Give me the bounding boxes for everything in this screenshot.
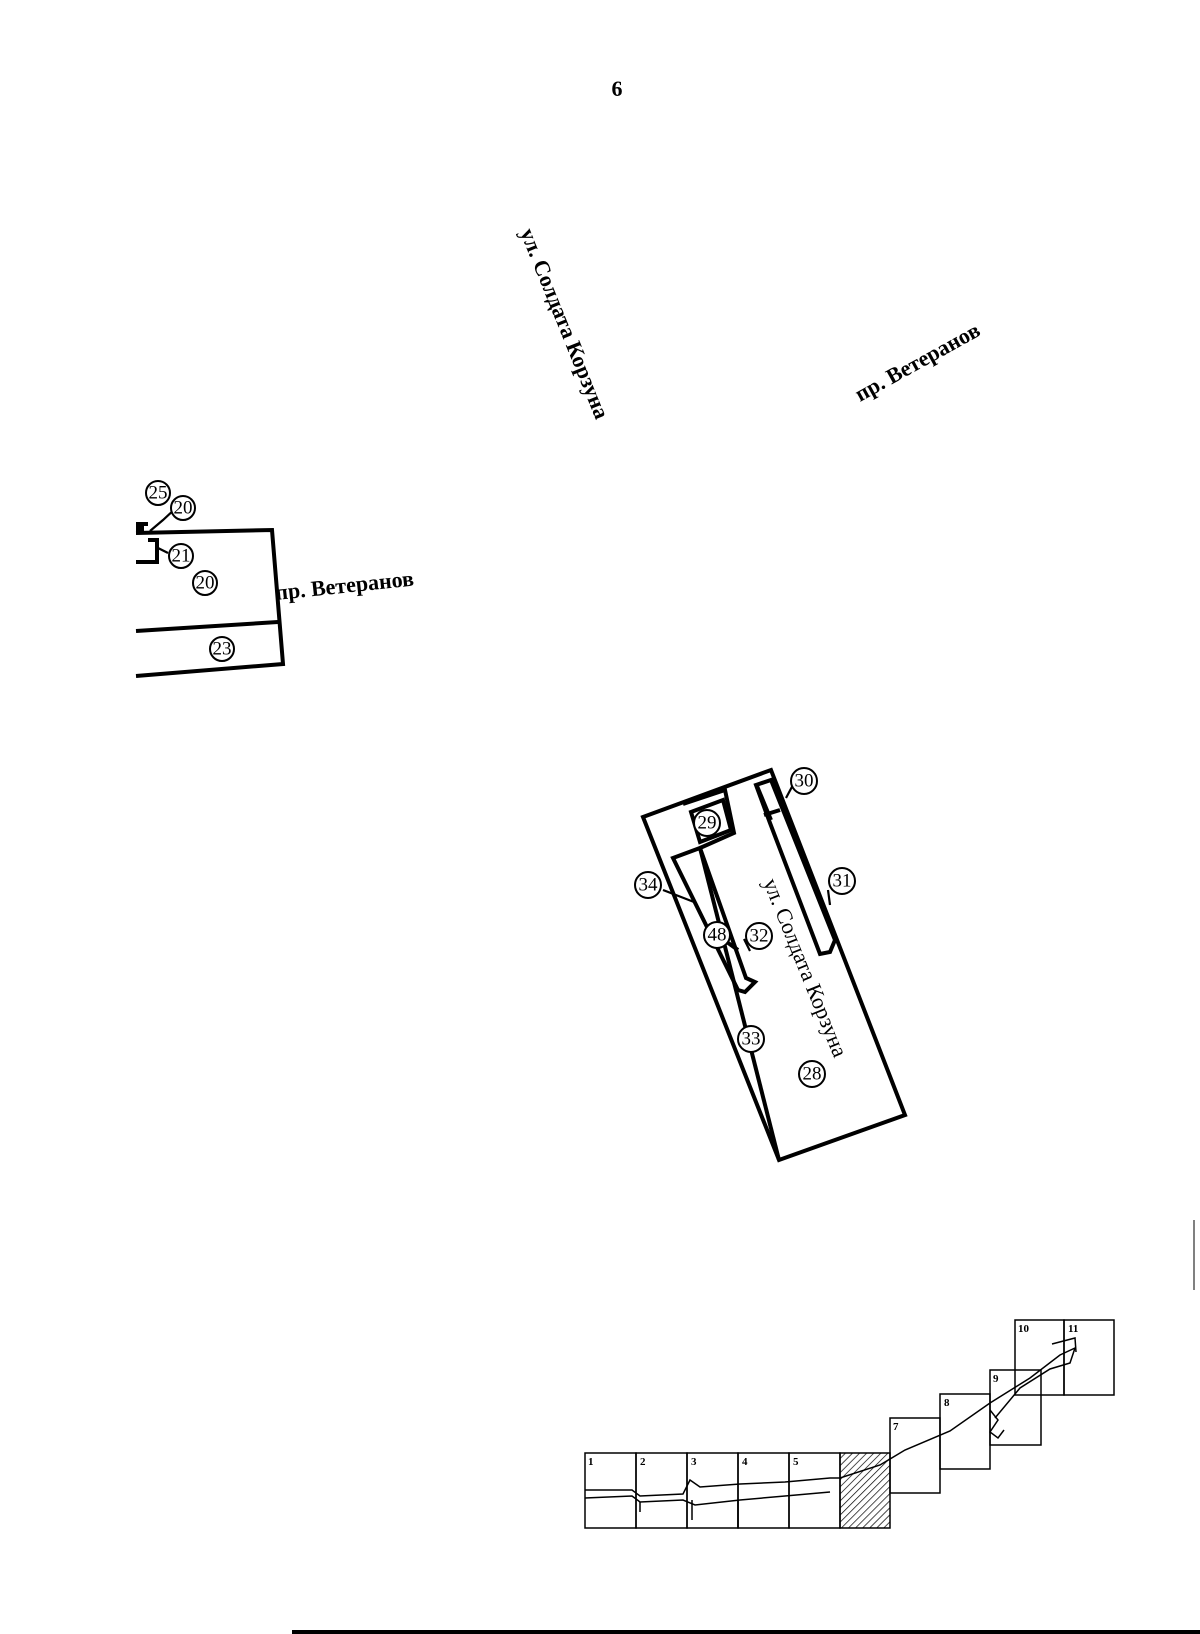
parcel-29: 29 <box>693 809 721 837</box>
index-label-5: 5 <box>793 1456 799 1468</box>
index-route-line <box>585 1346 1077 1497</box>
parcel-28: 28 <box>798 1060 826 1088</box>
parcel-31: 31 <box>828 867 856 895</box>
parcel-21-label: 21 <box>172 546 191 567</box>
parcel-31-label: 31 <box>833 871 852 892</box>
index-label-4: 4 <box>742 1456 748 1468</box>
parcel-48: 48 <box>703 921 731 949</box>
index-label-11: 11 <box>1068 1323 1078 1335</box>
parcel-32: 32 <box>745 922 773 950</box>
parcel-20-a-label: 20 <box>174 498 193 519</box>
parcel-21: 21 <box>168 543 194 569</box>
parcel-30-label: 30 <box>795 771 814 792</box>
parcel-25-label: 25 <box>149 483 168 504</box>
parcel-33-label: 33 <box>742 1029 761 1050</box>
page-number: 6 <box>612 76 623 101</box>
parcel-30: 30 <box>790 767 818 795</box>
parcel-25: 25 <box>145 480 171 506</box>
index-label-1: 1 <box>588 1456 594 1468</box>
korzun-block: 30 29 31 34 48 32 33 28 ул. С <box>634 767 908 1163</box>
index-sheet-current <box>839 1452 891 1529</box>
street-label-soldier-korzun-block: ул. Солдата Корзуна <box>758 875 853 1061</box>
index-label-7: 7 <box>893 1421 899 1433</box>
parcel-32-label: 32 <box>750 926 769 947</box>
parcel-29-label: 29 <box>698 813 717 834</box>
parcel-23-label: 23 <box>213 639 232 660</box>
parcel-28-label: 28 <box>803 1064 822 1085</box>
parcel-20-b-label: 20 <box>196 573 215 594</box>
parcel-20-a: 20 <box>170 495 196 521</box>
index-label-3: 3 <box>691 1456 697 1468</box>
street-label-soldier-korzun-top: ул. Солдата Корзуна <box>515 225 614 423</box>
index-label-9: 9 <box>993 1373 999 1385</box>
parcel-34-label: 34 <box>639 875 659 896</box>
parcel-34: 34 <box>634 871 662 899</box>
index-label-2: 2 <box>640 1456 646 1468</box>
index-label-10: 10 <box>1018 1323 1030 1335</box>
index-sheet-11 <box>1063 1319 1115 1396</box>
parcel-33: 33 <box>737 1025 765 1053</box>
parcel-20-b: 20 <box>192 570 218 596</box>
index-map: 1 2 3 4 5 7 8 9 10 11 <box>584 1319 1115 1529</box>
index-label-8: 8 <box>944 1397 950 1409</box>
parcel-23: 23 <box>209 636 235 662</box>
parcel-48-label: 48 <box>708 925 727 946</box>
left-block: 25 20 21 20 23 пр. Ветеранов <box>135 480 415 678</box>
street-label-veteranov-left: пр. Ветеранов <box>274 566 415 605</box>
street-label-veteranov-top: пр. Ветеранов <box>850 317 984 406</box>
